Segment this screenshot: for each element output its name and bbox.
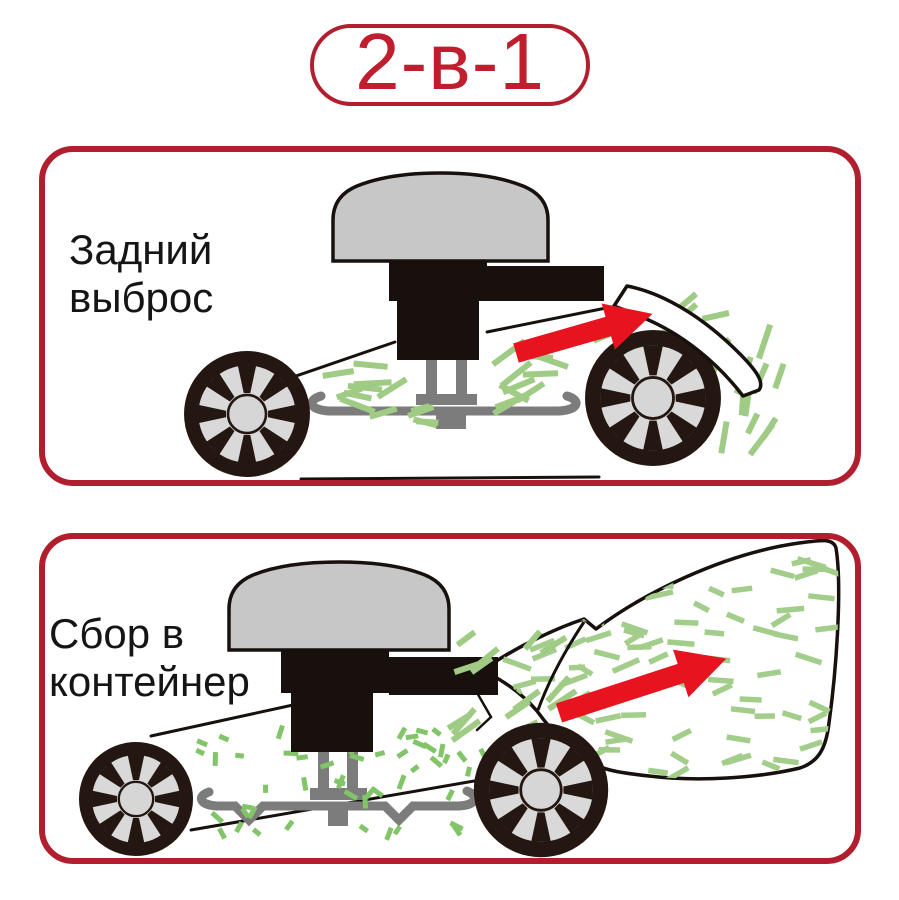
- mower-container-collection-illustration: [77, 538, 841, 859]
- title-text: 2-в-1: [355, 17, 545, 106]
- front-wheel: [182, 349, 312, 479]
- engine-cover: [331, 171, 550, 263]
- grass-clippings-stream: [446, 629, 582, 768]
- discharge-arrow-icon: [513, 303, 653, 363]
- mower-rear-discharge-illustration: [182, 171, 787, 481]
- rear-wheel: [472, 721, 610, 859]
- front-wheel: [77, 740, 195, 858]
- title-badge: 2-в-1: [310, 17, 590, 106]
- blade-assembly: [307, 360, 581, 429]
- collection-arrow-icon: [555, 649, 727, 723]
- engine-cover: [227, 560, 451, 652]
- engine-block: [281, 648, 498, 752]
- panel-rear-discharge: Задний выброс: [39, 146, 861, 486]
- panel-container-collection: Сбор в контейнер: [39, 533, 861, 864]
- engine-block: [389, 260, 604, 360]
- panel-label-rear-discharge: Задний выброс: [69, 226, 214, 322]
- panel-label-container-collection: Сбор в контейнер: [49, 610, 250, 706]
- bag-fold-crease: [536, 621, 586, 711]
